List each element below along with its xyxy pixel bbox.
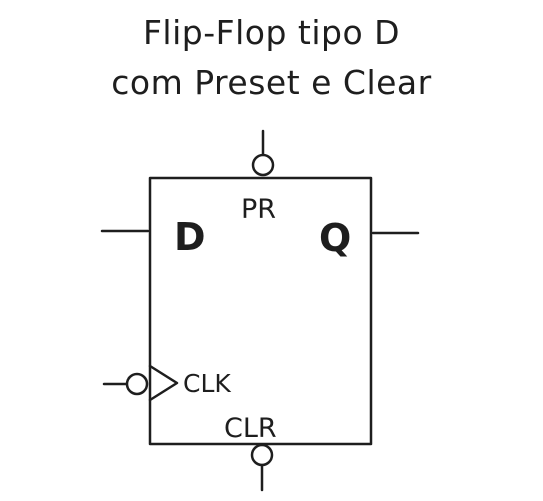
preset-inversion-bubble bbox=[251, 153, 275, 177]
clock-inversion-bubble bbox=[125, 372, 149, 396]
clear-pin-label: CLR bbox=[224, 413, 277, 444]
d-pin-label: D bbox=[174, 215, 206, 259]
diagram-title-line-2: com Preset e Clear bbox=[111, 63, 432, 102]
clock-edge-triangle bbox=[148, 364, 179, 402]
preset-pin-label: PR bbox=[241, 194, 276, 225]
clear-inversion-bubble bbox=[250, 443, 274, 467]
diagram-title-line-1: Flip-Flop tipo D bbox=[142, 13, 401, 52]
q-pin-label: Q bbox=[319, 216, 351, 260]
clock-pin-label: CLK bbox=[183, 369, 231, 398]
